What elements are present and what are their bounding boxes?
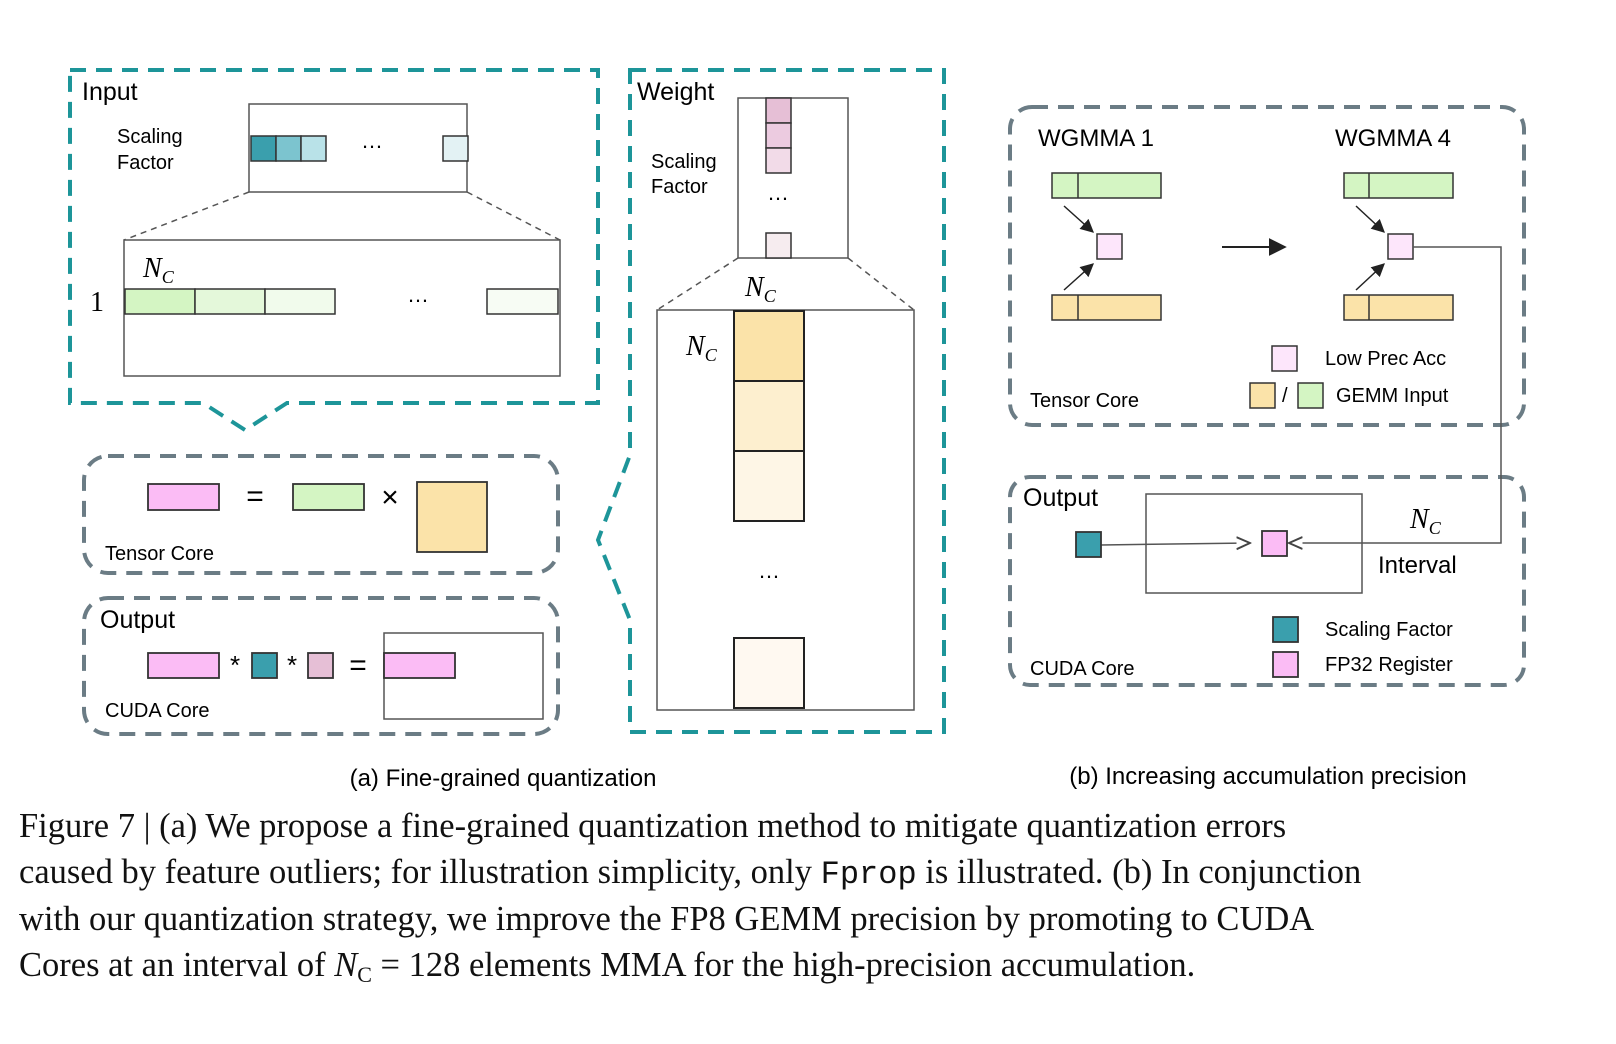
scale-cell-last [442, 135, 469, 162]
weight-block-last [733, 637, 805, 709]
wgmma-4-label: WGMMA 4 [1335, 125, 1451, 152]
weight-nc-top-label: NC [744, 272, 777, 306]
weight-scaling-label-line2: Factor [651, 176, 708, 198]
tc-result-block [147, 483, 220, 511]
wgmma4-yellow-input [1343, 294, 1454, 321]
caption-code-fprop: Fprop [820, 855, 917, 893]
legend-gemm-yellow-swatch [1249, 382, 1276, 409]
weight-scale-cell-last [765, 232, 792, 259]
tensor-core-label-a: Tensor Core [105, 543, 214, 565]
caption-line-2: caused by feature outliers; for illustra… [19, 852, 1362, 893]
tensor-core-label-b: Tensor Core [1030, 390, 1139, 412]
input-block-2 [194, 288, 266, 315]
weight-scale-ellipsis: … [767, 180, 789, 205]
weight-zoom-line-left [656, 257, 739, 311]
panel-b-caption: (b) Increasing accumulation precision [1069, 763, 1467, 790]
weight-scale-cell-3 [765, 147, 792, 174]
weight-scale-cell-2 [765, 122, 792, 149]
input-nc-label: NC [142, 253, 175, 287]
legend-scaling-label: Scaling Factor [1325, 619, 1453, 641]
panel-a-caption: (a) Fine-grained quantization [350, 765, 657, 792]
cuda-core-label-b: CUDA Core [1030, 658, 1134, 680]
tc-input-block [292, 483, 365, 511]
weight-label: Weight [637, 78, 714, 106]
scaling-factor-label-line2: Factor [117, 152, 174, 174]
legend-low-prec-swatch [1271, 345, 1298, 372]
output-scale-cell [1075, 531, 1102, 558]
scale-cell-2 [275, 135, 302, 162]
input-dashed-region [68, 68, 600, 433]
input-block-ellipsis: … [407, 282, 429, 307]
wgmma4-green-input [1343, 172, 1454, 199]
figure-diagram: Input Scaling Factor … NC 1 … Weight Sca… [68, 68, 1526, 792]
wgmma4-arrow-top [1355, 205, 1385, 233]
legend-scaling-swatch [1272, 616, 1299, 643]
interval-nc-label: NC [1409, 504, 1442, 538]
legend-gemm-green-swatch [1297, 382, 1324, 409]
weight-dashed-region [595, 68, 946, 734]
input-scale-ellipsis: … [361, 128, 383, 153]
weight-nc-side-label: NC [685, 331, 718, 365]
zoom-line-right [466, 191, 561, 241]
scale-to-register-arrow [1100, 543, 1250, 545]
weight-block-ellipsis: … [758, 558, 780, 583]
caption-line-1: Figure 7 | (a) We propose a fine-grained… [19, 807, 1287, 845]
legend-fp32-swatch [1272, 651, 1299, 678]
input-block-1 [124, 288, 196, 315]
out-result-block [383, 652, 456, 679]
output-dashed-box-a [82, 596, 560, 736]
input-block-3 [264, 288, 336, 315]
cuda-core-dashed-box-b [1008, 475, 1526, 687]
weight-zoom-line-right [847, 257, 915, 311]
tensor-core-dashed-box-b [1008, 105, 1526, 427]
wgmma1-green-input [1051, 172, 1162, 199]
caption-line-4: Cores at an interval of NC = 128 element… [19, 945, 1196, 987]
scale-cell-3 [300, 135, 327, 162]
output-label-a: Output [100, 606, 175, 634]
out-input-scale [251, 652, 278, 679]
tc-times: × [381, 481, 399, 514]
promotion-connector [1289, 246, 1502, 543]
weight-scale-cell-1 [765, 97, 792, 124]
legend-gemm-input-label: GEMM Input [1336, 385, 1449, 407]
legend-slash: / [1282, 385, 1288, 407]
wgmma1-acc [1096, 233, 1123, 260]
out-star-1: * [230, 650, 240, 680]
panel-b: WGMMA 1 WGMMA 4 Low Prec Acc / GEMM Inpu… [1008, 105, 1526, 790]
wgmma1-arrow-bottom [1063, 263, 1095, 291]
caption-line-3: with our quantization strategy, we impro… [19, 900, 1315, 938]
wgmma-1-label: WGMMA 1 [1038, 125, 1154, 152]
wgmma1-yellow-input [1051, 294, 1162, 321]
figure-caption: Figure 7 | (a) We propose a fine-grained… [19, 804, 1599, 988]
legend-fp32-label: FP32 Register [1325, 654, 1453, 676]
weight-scaling-box [737, 97, 849, 259]
interval-label: Interval [1378, 552, 1457, 579]
weight-block-2 [733, 380, 805, 452]
out-star-2: * [287, 650, 297, 680]
panel-a: Input Scaling Factor … NC 1 … Weight Sca… [68, 68, 946, 792]
scale-cell-1 [250, 135, 277, 162]
input-block-last [486, 288, 559, 315]
row-index-label: 1 [90, 287, 104, 318]
weight-scaling-label-line1: Scaling [651, 151, 717, 173]
wgmma4-arrow-bottom [1355, 263, 1385, 291]
weight-block-1 [733, 310, 805, 382]
scaling-factor-label-line1: Scaling [117, 126, 183, 148]
zoom-line-left [123, 191, 250, 241]
tensor-core-dashed-box [82, 454, 560, 575]
output-fp32-register [1261, 530, 1288, 557]
weight-block-3 [733, 450, 805, 522]
tc-equals: = [246, 480, 264, 513]
input-label: Input [82, 78, 138, 106]
tc-weight-block [416, 481, 488, 553]
cuda-core-label-a: CUDA Core [105, 700, 209, 722]
wgmma4-acc [1387, 233, 1414, 260]
out-equals: = [349, 649, 367, 682]
out-partial-block [147, 652, 220, 679]
wgmma1-arrow-top [1063, 205, 1095, 233]
out-weight-scale [307, 652, 334, 679]
legend-low-prec-label: Low Prec Acc [1325, 348, 1446, 370]
output-label-b: Output [1023, 484, 1098, 512]
